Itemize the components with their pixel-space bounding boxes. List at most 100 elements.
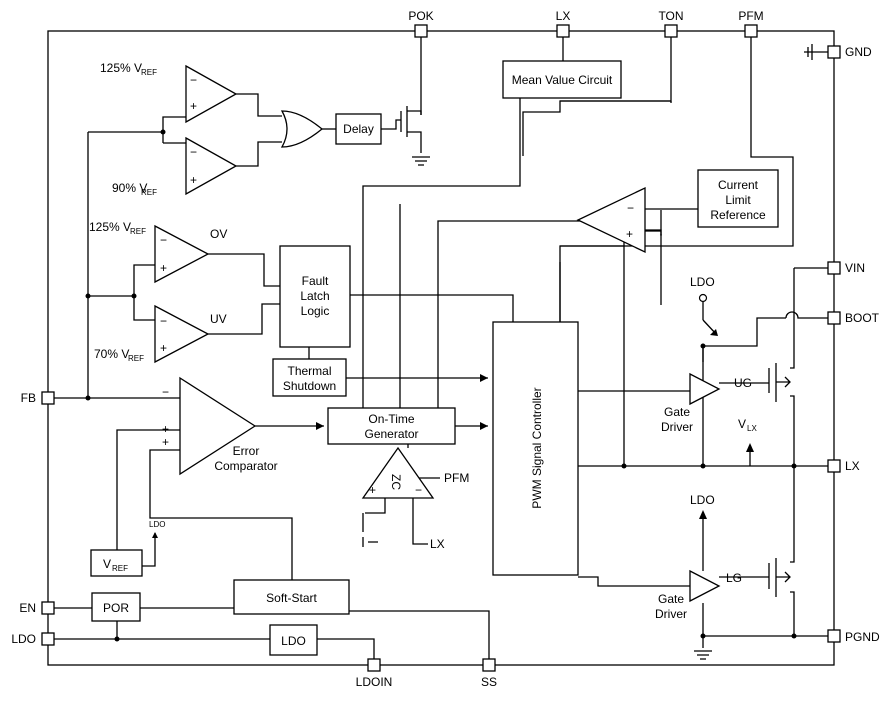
pgnd-label: PGND (845, 630, 880, 644)
por-label: POR (103, 601, 129, 615)
plus-sign: + (162, 422, 169, 436)
gate-driver-top-line-2: Driver (661, 420, 693, 434)
current-limit-line-2: Limit (725, 193, 751, 207)
vlx-sub: LX (747, 424, 757, 433)
pin-ss (482, 658, 496, 672)
plus-sign: + (162, 435, 169, 449)
uv-comparator: − + (154, 304, 210, 364)
current-limit-line-1: Current (718, 178, 759, 192)
gate-driver-top (689, 372, 721, 406)
pin-vin (827, 261, 841, 275)
lx-top-label: LX (556, 9, 571, 23)
delay-block (335, 113, 382, 145)
gate-driver-bottom (689, 569, 721, 603)
pin-lx-top (556, 24, 570, 38)
pwm-label: PWM Signal Controller (530, 387, 544, 508)
v90-sub: REF (141, 188, 157, 197)
minus-sign: − (627, 201, 634, 215)
pin-fb (41, 391, 55, 405)
plus-sign: + (190, 173, 197, 187)
current-limit-comparator: − + (576, 186, 646, 254)
pin-ldoin (367, 658, 381, 672)
ss-label: SS (481, 675, 497, 689)
fault-line-3: Logic (301, 304, 330, 318)
junction-dots (85, 129, 797, 642)
plus-sign: + (626, 227, 633, 241)
on-time-line-2: Generator (364, 427, 418, 441)
pfm-label: PFM (738, 9, 763, 23)
v125-top-label: 125% V (100, 61, 142, 75)
wires (54, 37, 828, 665)
en-label: EN (19, 601, 36, 615)
vin-label: VIN (845, 261, 865, 275)
gate-driver-bottom-line-1: Gate (658, 592, 684, 606)
on-time-line-1: On-Time (368, 412, 415, 426)
vlx-label: V (738, 417, 746, 431)
signal-labels: 125% V REF 90% V REF 125% V REF 70% V RE… (89, 61, 757, 621)
pin-pfm (744, 24, 758, 38)
vref-box (90, 549, 143, 577)
fault-latch-block (279, 245, 351, 348)
ldo-block (269, 624, 318, 656)
zc-comparator: + − ZC (361, 446, 435, 499)
on-time-generator-block (327, 407, 456, 445)
pin-pgnd (827, 629, 841, 643)
pin-gnd (827, 45, 841, 59)
boot-label: BOOT (845, 311, 880, 325)
soft-start-block (233, 579, 350, 615)
vref-label: V (103, 557, 111, 571)
minus-sign: − (160, 233, 167, 247)
v90-label: 90% V (112, 181, 147, 195)
pwm-controller-block (492, 321, 579, 576)
vref-sub: REF (112, 564, 128, 573)
or-gate (280, 110, 324, 148)
v70-sub: REF (128, 354, 144, 363)
ov-label: OV (210, 227, 227, 241)
gate-driver-bottom-line-2: Driver (655, 607, 687, 621)
ic-outline (47, 30, 835, 666)
v125-ov-label: 125% V (89, 220, 131, 234)
error-comparator: − + + (162, 376, 257, 476)
window-comparator-bottom: − + (185, 136, 238, 196)
error-comp-line-2: Comparator (214, 459, 277, 473)
minus-sign: − (160, 314, 167, 328)
por-block (91, 592, 141, 622)
v125-top-sub: REF (141, 68, 157, 77)
arrow-heads (152, 329, 754, 538)
soft-start-label: Soft-Start (266, 591, 317, 605)
v70-label: 70% V (94, 347, 129, 361)
gate-driver-top-line-1: Gate (664, 405, 690, 419)
ldo-bottom-label: LDO (690, 493, 715, 507)
minus-sign: − (190, 145, 197, 159)
pin-ton (664, 24, 678, 38)
lx-in-label: LX (430, 537, 445, 551)
pok-label: POK (408, 9, 433, 23)
ldoin-label: LDOIN (356, 675, 393, 689)
minus-sign: − (190, 73, 197, 87)
minus-sign: − (162, 385, 169, 399)
current-limit-line-3: Reference (710, 208, 766, 222)
fault-line-1: Fault (302, 274, 329, 288)
v125-ov-sub: REF (130, 227, 146, 236)
error-comp-line-1: Error (233, 444, 260, 458)
gnd-label: GND (845, 45, 872, 59)
pin-pok (414, 24, 428, 38)
fault-line-2: Latch (300, 289, 329, 303)
mean-value-label: Mean Value Circuit (512, 73, 613, 87)
plus-sign: + (190, 99, 197, 113)
plus-sign: + (160, 261, 167, 275)
ton-label: TON (658, 9, 683, 23)
pins (41, 24, 841, 672)
fb-label: FB (21, 391, 36, 405)
lg-label: LG (726, 571, 742, 585)
pin-labels: POK LX TON PFM GND VIN BOOT LX PGND FB E… (11, 9, 880, 689)
ug-label: UG (734, 376, 752, 390)
pin-ldo (41, 632, 55, 646)
window-comparator-top: − + (185, 64, 238, 124)
pin-en (41, 601, 55, 615)
current-limit-block (697, 169, 779, 228)
thermal-line-2: Shutdown (283, 379, 336, 393)
plus-sign: + (369, 483, 376, 497)
